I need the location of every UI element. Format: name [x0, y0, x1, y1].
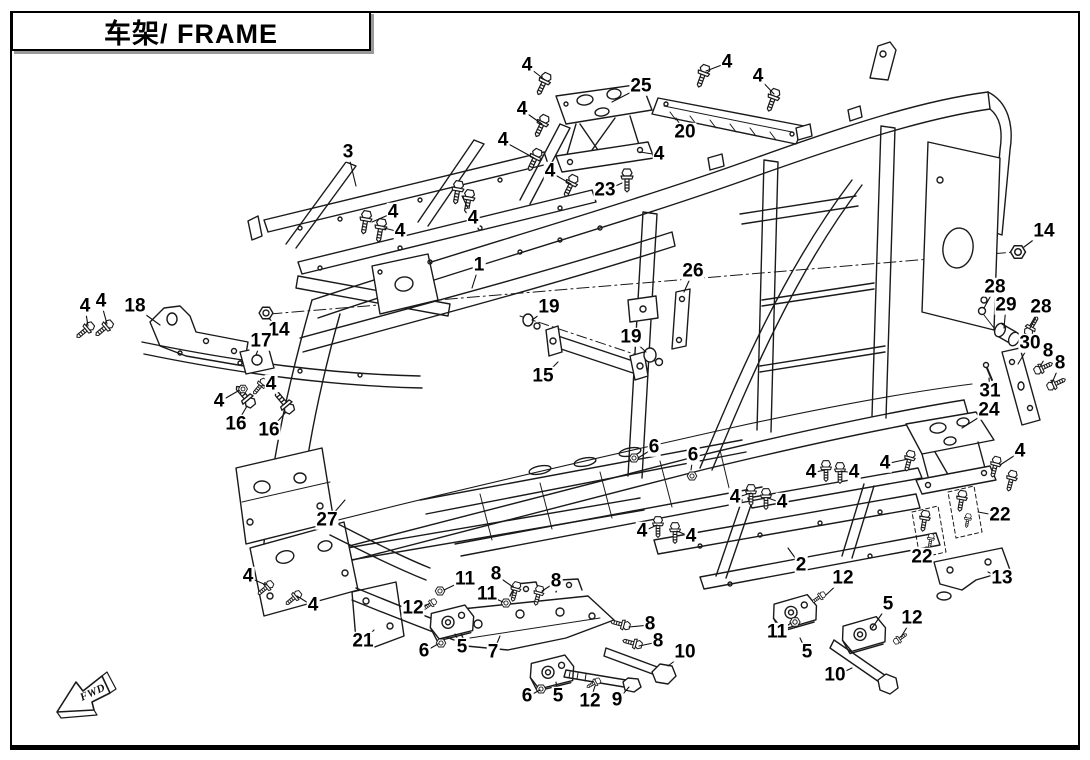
engine-mount-group: [351, 578, 899, 695]
page-title: 车架/ FRAME: [104, 18, 278, 49]
front-section: [235, 253, 451, 649]
rear-linkage-cluster: [977, 306, 1041, 426]
pivot-fasteners: [911, 485, 1011, 601]
main-frame-tubes: [255, 41, 1012, 585]
frame-art: FWD: [56, 41, 1068, 719]
bracket-plate-24: [905, 411, 997, 495]
title-box: 车架/ FRAME: [11, 11, 371, 51]
fwd-arrow: FWD: [56, 671, 117, 719]
plate-20: [651, 97, 805, 145]
rear-carrier: [653, 467, 941, 590]
front-rack: [247, 123, 597, 275]
spacer-and-strap: [522, 288, 691, 381]
floor-rails: [299, 439, 767, 569]
left-brackets: [141, 305, 423, 389]
